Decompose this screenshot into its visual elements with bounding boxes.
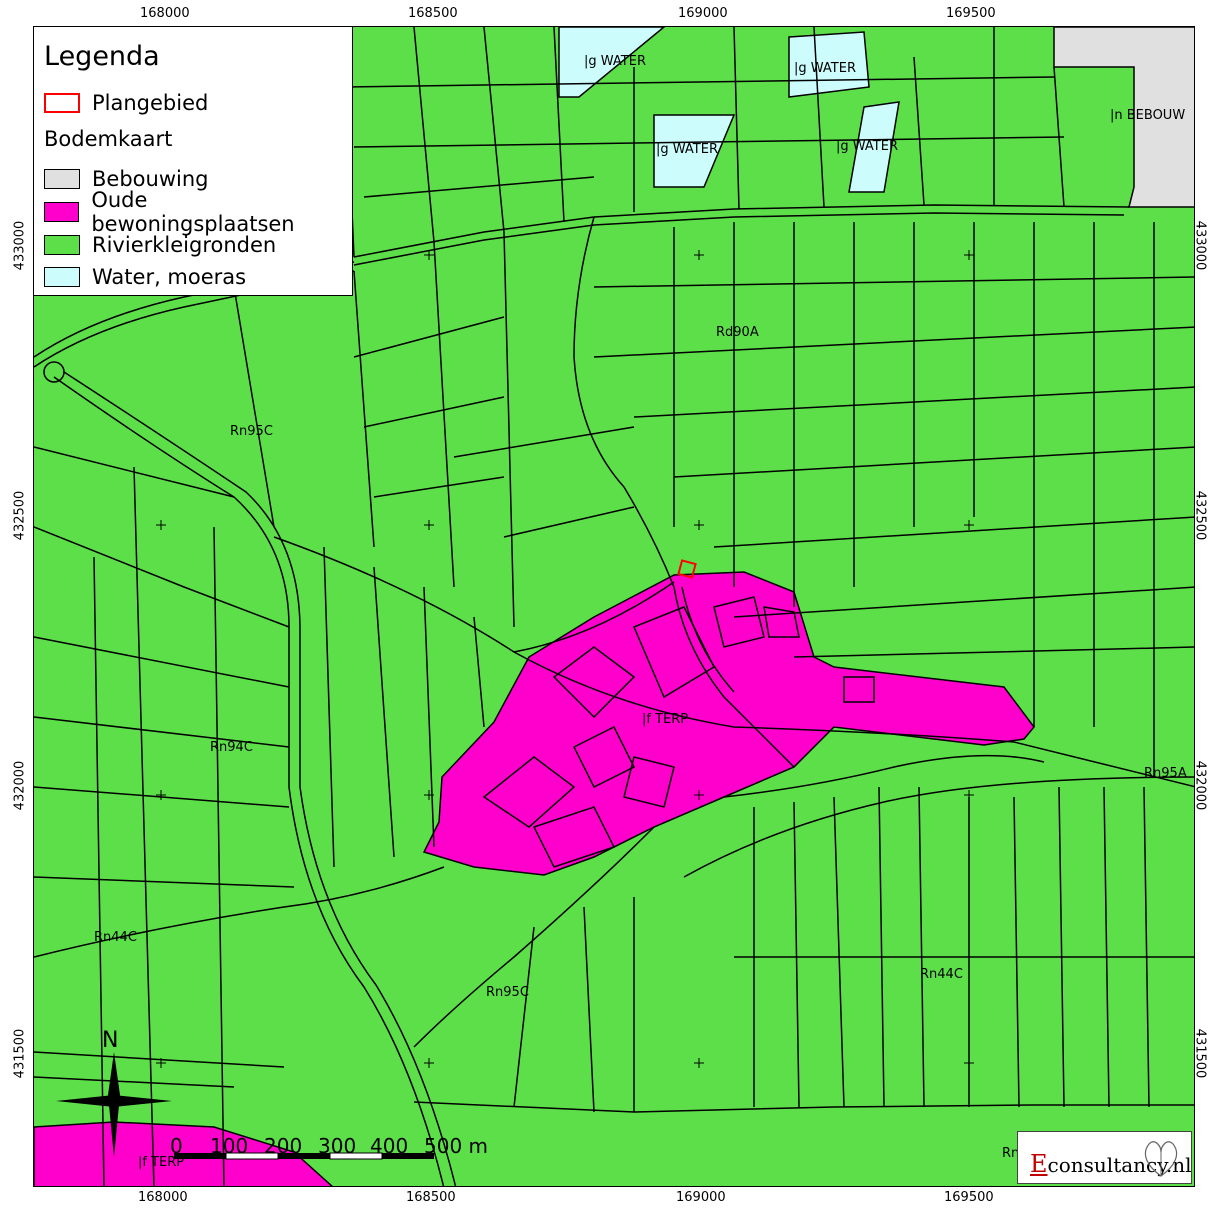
y-coord-left: 433000 bbox=[12, 220, 28, 271]
legend-label: Water, moeras bbox=[92, 265, 247, 289]
unit-label: |g WATER bbox=[656, 142, 718, 157]
y-coord-left: 431500 bbox=[12, 1028, 28, 1079]
svg-text:400: 400 bbox=[370, 1134, 408, 1158]
legend-label: Rivierkleigronden bbox=[92, 233, 277, 257]
legend-item-water: Water, moeras bbox=[44, 263, 246, 291]
y-coord-left: 432000 bbox=[12, 760, 28, 811]
north-arrow: N bbox=[56, 1028, 172, 1157]
unit-label: Rn95A bbox=[1144, 766, 1187, 781]
unit-label: Rn bbox=[1002, 1146, 1019, 1161]
legend-item-rivierklei: Rivierkleigronden bbox=[44, 231, 276, 259]
unit-label: |g WATER bbox=[794, 61, 856, 76]
econsultancy-logo: Econsultancy.nl bbox=[1017, 1131, 1192, 1184]
scale-bar: 0 100 200 300 400 500 m bbox=[170, 1134, 488, 1160]
legend-subtitle: Bodemkaart bbox=[44, 127, 173, 151]
unit-label: Rn94C bbox=[210, 740, 253, 755]
unit-label: |g WATER bbox=[836, 139, 898, 154]
grid-crosses bbox=[156, 250, 974, 1068]
logo-text: Econsultancy.nl bbox=[1030, 1150, 1192, 1178]
x-coord-top: 168500 bbox=[408, 6, 458, 21]
unit-label: Rn95C bbox=[486, 985, 529, 1000]
rivierklei-swatch bbox=[44, 235, 80, 255]
unit-label: |f TERP bbox=[642, 712, 688, 727]
x-coord-top: 168000 bbox=[140, 6, 190, 21]
plangebied-marker bbox=[677, 559, 697, 579]
legend-label: Plangebied bbox=[92, 91, 209, 115]
svg-text:0: 0 bbox=[170, 1134, 183, 1158]
svg-text:100: 100 bbox=[210, 1134, 248, 1158]
svg-text:200: 200 bbox=[264, 1134, 302, 1158]
svg-text:500 m: 500 m bbox=[424, 1134, 488, 1158]
x-coord-bottom: 168000 bbox=[138, 1190, 188, 1205]
unit-label: |f TERP bbox=[138, 1155, 184, 1170]
x-coord-top: 169000 bbox=[678, 6, 728, 21]
x-coord-bottom: 169000 bbox=[676, 1190, 726, 1205]
legend-item-plangebied: Plangebied bbox=[44, 89, 208, 117]
water-area bbox=[653, 114, 736, 188]
svg-text:300: 300 bbox=[318, 1134, 356, 1158]
unit-label: Rd90A bbox=[716, 325, 759, 340]
x-coord-bottom: 168500 bbox=[406, 1190, 456, 1205]
terp-area bbox=[422, 571, 1035, 876]
water-swatch bbox=[44, 267, 80, 287]
map-legend: Legenda Plangebied Bodemkaart Bebouwing … bbox=[33, 26, 353, 296]
water-area bbox=[848, 101, 900, 193]
y-coord-left: 432500 bbox=[12, 490, 28, 541]
legend-label: Bebouwing bbox=[92, 167, 209, 191]
legend-title: Legenda bbox=[44, 41, 160, 72]
leaf-icon bbox=[1144, 1141, 1178, 1177]
plangebied-swatch bbox=[44, 93, 80, 113]
terp-swatch bbox=[44, 202, 80, 222]
water-area bbox=[558, 27, 666, 98]
bebouwing-swatch bbox=[44, 169, 80, 189]
x-coord-bottom: 169500 bbox=[944, 1190, 994, 1205]
unit-label: Rn95C bbox=[230, 424, 273, 439]
unit-label: Rn44C bbox=[920, 967, 963, 982]
unit-label: |g WATER bbox=[584, 54, 646, 69]
legend-item-terp: Oude bewoningsplaatsen bbox=[44, 188, 352, 236]
parcel-lines bbox=[34, 27, 1194, 1186]
unit-label: Rn44C bbox=[94, 930, 137, 945]
bebouwing-area bbox=[1053, 27, 1194, 208]
svg-text:N: N bbox=[102, 1028, 118, 1053]
x-coord-top: 169500 bbox=[946, 6, 996, 21]
unit-label: |n BEBOUW bbox=[1110, 108, 1185, 123]
legend-item-bebouwing: Bebouwing bbox=[44, 165, 208, 193]
legend-label: Oude bewoningsplaatsen bbox=[91, 188, 295, 236]
map-canvas[interactable]: |g WATER |g WATER |g WATER |g WATER |n B… bbox=[33, 26, 1195, 1187]
